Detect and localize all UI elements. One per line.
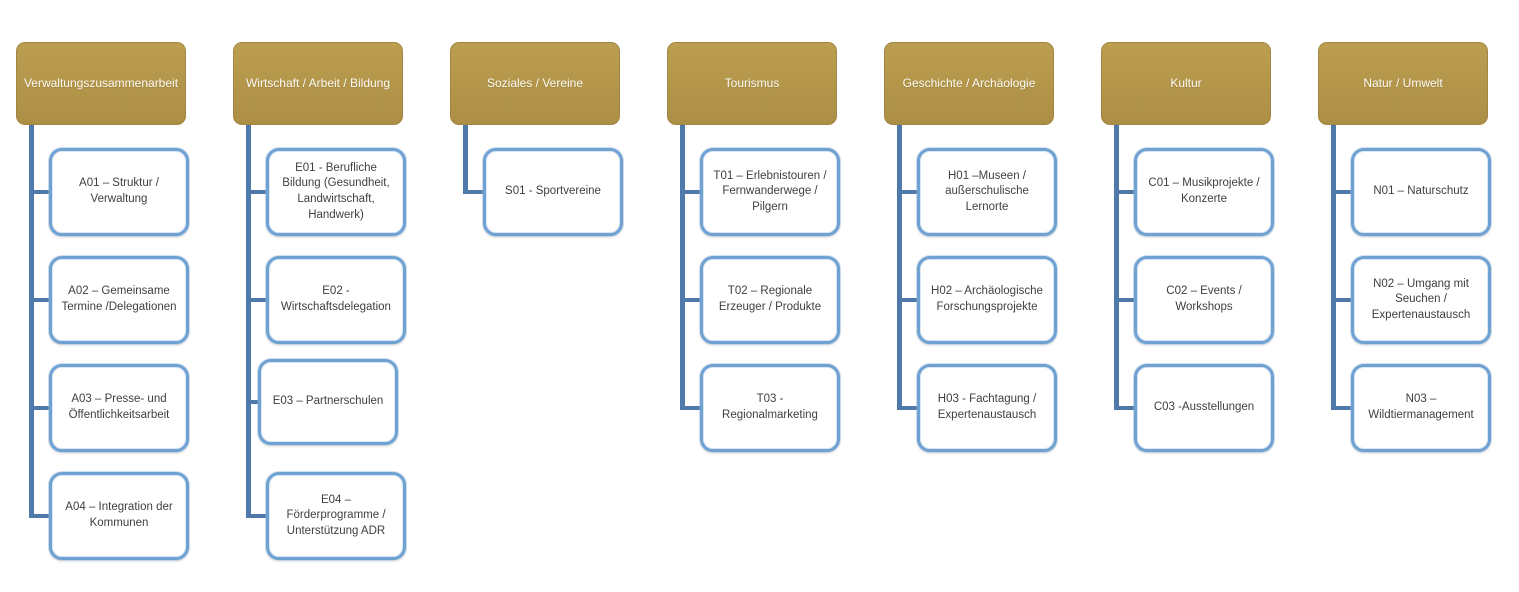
category-header: Verwaltungszusammenarbeit	[16, 42, 186, 125]
topic-label: E02 - Wirtschaftsdelegation	[281, 285, 391, 313]
connector-trunk	[897, 125, 902, 410]
category-header: Natur / Umwelt	[1318, 42, 1488, 125]
topic-label: N02 – Umgang mit Seuchen / Expertenausta…	[1371, 277, 1471, 321]
connector-trunk	[463, 125, 468, 194]
connector-elbow	[29, 190, 51, 194]
category-header: Kultur	[1101, 42, 1271, 125]
connector-elbow	[246, 298, 268, 302]
topic-box: A03 – Presse- und Öffentlichkeitsarbeit	[49, 364, 189, 452]
topic-box: T01 – Erlebnistouren / Fernwanderwege / …	[700, 148, 840, 236]
connector-elbow	[1331, 298, 1353, 302]
connector-elbow	[680, 406, 702, 410]
topic-box: A02 – Gemeinsame Termine /Delegationen	[49, 256, 189, 344]
topic-label: C03 -Ausstellungen	[1153, 401, 1255, 414]
topic-label: N03 – Wildtiermanagement	[1368, 393, 1474, 421]
topic-box: N02 – Umgang mit Seuchen / Expertenausta…	[1351, 256, 1491, 344]
topic-label: A03 – Presse- und Öffentlichkeitsarbeit	[68, 393, 170, 421]
connector-elbow	[897, 406, 919, 410]
topic-box: E01 - Berufliche Bildung (Gesundheit, La…	[266, 148, 406, 236]
category-header: Geschichte / Archäologie	[884, 42, 1054, 125]
topic-label: T02 – Regionale Erzeuger / Produkte	[718, 285, 822, 313]
connector-trunk	[680, 125, 685, 410]
connector-trunk	[246, 125, 251, 518]
topic-label: A02 – Gemeinsame Termine /Delegationen	[61, 285, 177, 313]
topic-label: E01 - Berufliche Bildung (Gesundheit, La…	[282, 161, 390, 221]
topic-label: A01 – Struktur / Verwaltung	[79, 177, 159, 205]
topic-label: T03 - Regionalmarketing	[722, 393, 818, 421]
connector-elbow	[897, 298, 919, 302]
topic-box: C03 -Ausstellungen	[1134, 364, 1274, 452]
category-header: Soziales / Vereine	[450, 42, 620, 125]
connector-trunk	[1331, 125, 1336, 410]
topic-box: H03 - Fachtagung / Expertenaustausch	[917, 364, 1057, 452]
topic-box: E04 – Förderprogramme / Unterstützung AD…	[266, 472, 406, 560]
topic-box: E02 - Wirtschaftsdelegation	[266, 256, 406, 344]
connector-elbow	[897, 190, 919, 194]
connector-elbow	[246, 514, 268, 518]
topic-box: N03 – Wildtiermanagement	[1351, 364, 1491, 452]
connector-elbow	[246, 400, 260, 404]
connector-elbow	[29, 514, 51, 518]
topic-box: A04 – Integration der Kommunen	[49, 472, 189, 560]
topic-label: S01 - Sportvereine	[505, 185, 601, 198]
connector-elbow	[680, 298, 702, 302]
topic-box: H02 – Archäologische Forschungsprojekte	[917, 256, 1057, 344]
topic-label: H01 –Museen / außerschulische Lernorte	[945, 169, 1029, 213]
connector-elbow	[29, 298, 51, 302]
topic-box: T02 – Regionale Erzeuger / Produkte	[700, 256, 840, 344]
connector-elbow	[246, 190, 268, 194]
topic-box: S01 - Sportvereine	[483, 148, 623, 236]
topic-box: C02 – Events / Workshops	[1134, 256, 1274, 344]
topic-label: N01 – Naturschutz	[1373, 185, 1469, 198]
topic-label: H02 – Archäologische Forschungsprojekte	[931, 285, 1043, 313]
topic-box: E03 – Partnerschulen	[258, 359, 398, 445]
category-header: Wirtschaft / Arbeit / Bildung	[233, 42, 403, 125]
topic-label: A04 – Integration der Kommunen	[65, 501, 173, 529]
topic-box: C01 – Musikprojekte / Konzerte	[1134, 148, 1274, 236]
connector-trunk	[29, 125, 34, 518]
category-header: Tourismus	[667, 42, 837, 125]
topic-box: N01 – Naturschutz	[1351, 148, 1491, 236]
connector-trunk	[1114, 125, 1119, 410]
connector-elbow	[1331, 190, 1353, 194]
topic-label: E04 – Förderprogramme / Unterstützung AD…	[286, 493, 386, 537]
topic-label: E03 – Partnerschulen	[272, 395, 384, 408]
topic-label: T01 – Erlebnistouren / Fernwanderwege / …	[713, 169, 827, 213]
topic-label: C02 – Events / Workshops	[1166, 285, 1242, 313]
topic-box: T03 - Regionalmarketing	[700, 364, 840, 452]
topic-box: A01 – Struktur / Verwaltung	[49, 148, 189, 236]
connector-elbow	[1114, 298, 1136, 302]
connector-elbow	[1114, 406, 1136, 410]
connector-elbow	[1114, 190, 1136, 194]
topic-label: C01 – Musikprojekte / Konzerte	[1148, 177, 1260, 205]
connector-elbow	[1331, 406, 1353, 410]
topic-label: H03 - Fachtagung / Expertenaustausch	[937, 393, 1037, 421]
connector-elbow	[463, 190, 485, 194]
topic-box: H01 –Museen / außerschulische Lernorte	[917, 148, 1057, 236]
connector-elbow	[29, 406, 51, 410]
connector-elbow	[680, 190, 702, 194]
